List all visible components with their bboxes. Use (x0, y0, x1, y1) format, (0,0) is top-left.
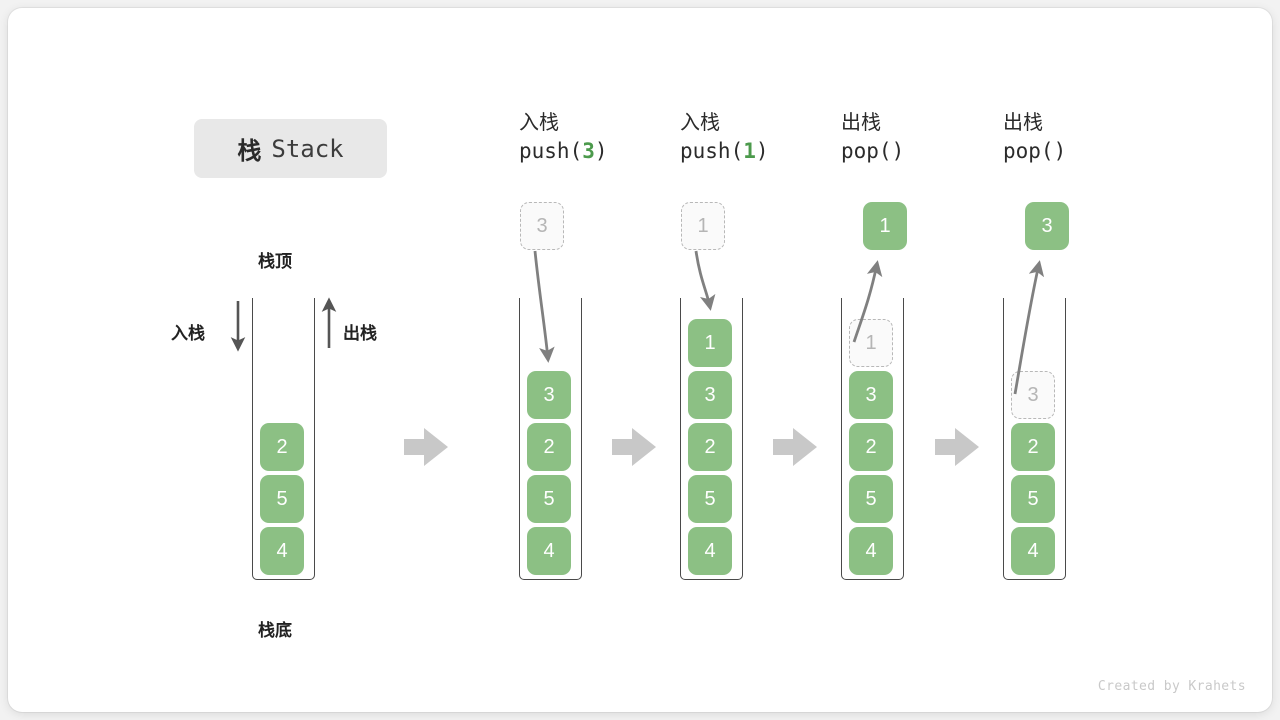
stack-cell: 4 (527, 527, 571, 575)
push-direction-label: 入栈 (171, 324, 205, 343)
code-prefix: push( (680, 139, 744, 164)
code-suffix: ) (755, 139, 769, 164)
stack-cell: 2 (527, 423, 571, 471)
stack-container-push-3 (519, 298, 582, 580)
code-suffix: ) (891, 139, 905, 164)
stack-cell: 3 (527, 371, 571, 419)
arrows-overlay (230, 250, 1045, 466)
code-prefix: pop( (841, 139, 892, 164)
stack-cell: 2 (1011, 423, 1055, 471)
stack-cell-ghost: 3 (1011, 371, 1055, 419)
column-header-code: pop() (1003, 138, 1066, 166)
stack-cell: 4 (688, 527, 732, 575)
stack-top-label: 栈顶 (258, 252, 292, 271)
code-argument: 1 (743, 139, 756, 164)
external-value-box: 3 (520, 202, 564, 250)
column-header-push-3: 入栈 push(3) (519, 110, 608, 166)
column-header-cn: 入栈 (519, 112, 559, 134)
code-suffix: ) (1053, 139, 1067, 164)
stack-cell: 4 (1011, 527, 1055, 575)
stack-cell: 2 (849, 423, 893, 471)
stack-cell: 2 (688, 423, 732, 471)
stack-container-initial (252, 298, 315, 580)
column-header-code: push(1) (680, 138, 769, 166)
column-header-cn: 入栈 (680, 112, 720, 134)
stack-cell: 2 (260, 423, 304, 471)
stack-cell: 5 (688, 475, 732, 523)
credit-text: Created by Krahets (1097, 679, 1246, 694)
stack-cell: 1 (688, 319, 732, 367)
stack-cell: 4 (260, 527, 304, 575)
stack-cell: 5 (1011, 475, 1055, 523)
column-header-push-1: 入栈 push(1) (680, 110, 769, 166)
step-arrow-icon-3 (773, 428, 817, 466)
stack-container-pop-3 (1003, 298, 1066, 580)
diagram-title-badge: 栈 Stack (194, 119, 387, 178)
pop-direction-label: 出栈 (343, 324, 377, 343)
stack-cell: 3 (688, 371, 732, 419)
stack-container-push-1 (680, 298, 743, 580)
stack-cell-ghost: 1 (849, 319, 893, 367)
step-arrow-icon-2 (612, 428, 656, 466)
column-header-pop-1: 出栈 pop() (841, 110, 904, 166)
stack-cell: 5 (527, 475, 571, 523)
column-header-code: pop() (841, 138, 904, 166)
code-suffix: ) (594, 139, 608, 164)
stack-cell: 4 (849, 527, 893, 575)
stack-cell: 5 (849, 475, 893, 523)
stack-cell: 3 (849, 371, 893, 419)
stack-cell: 5 (260, 475, 304, 523)
column-header-code: push(3) (519, 138, 608, 166)
code-prefix: push( (519, 139, 583, 164)
step-arrow-icon-4 (935, 428, 979, 466)
external-value-box: 3 (1025, 202, 1069, 250)
column-header-pop-3: 出栈 pop() (1003, 110, 1066, 166)
step-arrow-icon-1 (404, 428, 448, 466)
column-header-cn: 出栈 (1003, 112, 1043, 134)
external-value-box: 1 (681, 202, 725, 250)
stack-container-pop-1 (841, 298, 904, 580)
diagram-card: 栈 Stack 栈顶 入栈 出栈 2 5 4 栈底 入栈 push(3) 3 3… (8, 8, 1272, 712)
stack-bottom-label: 栈底 (258, 621, 292, 640)
title-en: Stack (271, 134, 344, 163)
external-value-box: 1 (863, 202, 907, 250)
column-header-cn: 出栈 (841, 112, 881, 134)
code-prefix: pop( (1003, 139, 1054, 164)
title-cn: 栈 (237, 138, 262, 165)
code-argument: 3 (582, 139, 595, 164)
